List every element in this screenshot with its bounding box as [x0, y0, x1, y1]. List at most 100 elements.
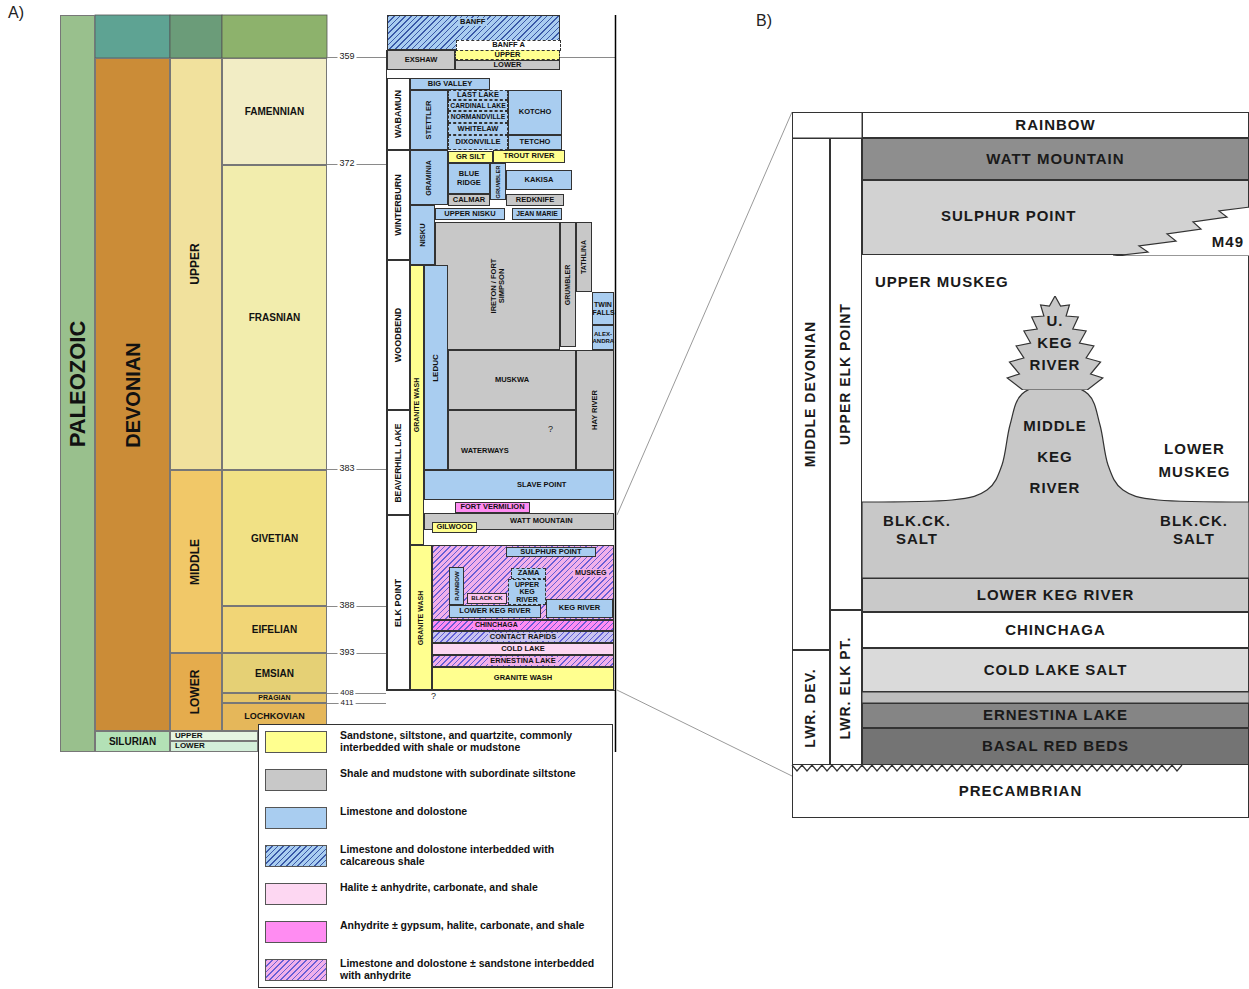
age-label: 408	[338, 689, 355, 698]
unit-label: GRUMBLER	[495, 165, 501, 198]
unit-label: CHINCHAGA	[473, 621, 520, 629]
group-column: ELK POINT	[387, 515, 410, 690]
unit-label: SLAVE POINT	[517, 481, 566, 489]
period-column: MIDDLE DEVONIAN	[792, 138, 830, 650]
legend-swatch	[265, 731, 327, 753]
unit-label: REDKNIFE	[516, 196, 554, 204]
age-tick	[327, 693, 386, 694]
unit-label: LWR. DEV.	[803, 668, 818, 747]
unit-label: ALEX- ANDRA	[593, 331, 614, 344]
unit-label: FORT VERMILION	[460, 503, 524, 511]
unit-label: GR SILT	[456, 153, 485, 161]
group-column: BEAVERHILL LAKE	[387, 410, 410, 515]
formation-box: IRETON / FORT SIMPSON	[435, 222, 560, 350]
formation-box: SULPHUR POINT	[506, 547, 596, 557]
unit-label: MUSKWA	[495, 376, 529, 384]
legend-swatch	[265, 921, 327, 943]
unit-label: SULPHUR POINT	[941, 208, 1077, 225]
unit-label: UPPER	[189, 243, 202, 284]
unit-label: SILURIAN	[109, 736, 156, 747]
stage-band: FRASNIAN	[222, 165, 327, 470]
formation-box: GRANITE WASH	[410, 265, 424, 545]
formation-box: KAKISA	[506, 170, 572, 190]
age-label: 383	[337, 464, 356, 474]
formation-box: GR SILT	[448, 151, 493, 163]
thin-band	[862, 692, 1249, 703]
legend-swatch	[265, 959, 327, 981]
unit-label: BLACK CK	[471, 595, 502, 602]
unit-region: LOWER MUSKEG	[1140, 432, 1249, 488]
stage-band: FAMENNIAN	[222, 58, 327, 165]
unit-label: EIFELIAN	[252, 624, 298, 635]
unit-label: PRECAMBRIAN	[959, 783, 1083, 800]
formation-box: TETCHO	[508, 135, 562, 150]
formation-box: LOWER KEG RIVER	[449, 605, 541, 618]
unit-label: LOCHKOVIAN	[244, 712, 305, 722]
epoch-band: LOWER	[170, 741, 258, 752]
header-cell	[793, 113, 863, 139]
unit-region: UPPER MUSKEG	[862, 255, 1032, 300]
group-column: WABAMUN	[387, 78, 410, 150]
unit-band: SULPHUR POINTM49	[862, 180, 1249, 255]
age-label: 388	[337, 601, 356, 611]
legend-text: Limestone and dolostone interbedded with…	[340, 843, 606, 868]
unit-label: GRUMBLER	[564, 264, 572, 304]
epoch-band: UPPER	[170, 731, 258, 741]
column-border	[615, 15, 617, 752]
unit-label: WABAMUN	[394, 90, 404, 138]
era-band: PALEOZOIC	[60, 15, 95, 752]
unit-label: BANFF	[458, 18, 487, 26]
formation-box: GRUMBLER	[490, 163, 506, 200]
unit-label: DEVONIAN	[122, 342, 144, 448]
unit-label: TROUT RIVER	[504, 152, 555, 160]
unit-label: CALMAR	[453, 196, 486, 204]
legend-swatch	[265, 845, 327, 867]
formation-box: CARDINAL LAKE	[448, 100, 508, 111]
formation-box: ZAMA	[511, 568, 546, 579]
unit-label: BLK.CK. SALT	[1154, 512, 1234, 548]
unit-label: HAY RIVER	[591, 390, 599, 430]
unit-label: RAINBOW	[453, 571, 460, 600]
formation-box: MUSKWA	[448, 350, 576, 410]
legend-swatch	[265, 769, 327, 791]
unit-label: TETCHO	[520, 138, 551, 146]
formation-box: WATERWAYS	[448, 410, 576, 470]
formation-box: GRUMBLER	[560, 222, 576, 347]
legend-text: Limestone and dolostone	[340, 805, 606, 817]
unit-band: WATT MOUNTAIN	[862, 138, 1249, 180]
unit-label: ERNESTINA LAKE	[983, 707, 1128, 724]
unit-label: UPPER	[495, 51, 521, 59]
formation-box: FORT VERMILION	[455, 502, 530, 513]
age-ticks	[327, 58, 615, 704]
unit-label: U. KEG RIVER	[1028, 310, 1082, 376]
age-label: 411	[339, 699, 356, 708]
unit-label: TWIN FALLS	[593, 301, 614, 316]
epoch-band: MIDDLE	[170, 470, 222, 653]
unit-label: LOWER	[175, 742, 205, 751]
unit-label: COLD LAKE	[501, 645, 545, 653]
unit-label: GRAMINIA	[425, 160, 433, 195]
formation-box: MUSKEGSULPHUR POINTRAINBOWZAMAUPPER KEG …	[432, 545, 614, 620]
unit-label: BIG VALLEY	[428, 80, 472, 88]
tongue-outline	[1113, 207, 1249, 256]
legend-swatch	[265, 807, 327, 829]
unit-label: CARDINAL LAKE	[450, 102, 505, 109]
unit-region: BLK.CK. SALT	[1139, 505, 1249, 555]
carboniferous-band	[222, 15, 327, 58]
formation-box: BLUE RIDGE	[448, 163, 490, 194]
group-column: WOODBEND	[387, 260, 410, 410]
epoch-band: UPPER	[170, 58, 222, 470]
formation-box: REDKNIFE	[506, 194, 564, 206]
unit-label: PRAGIAN	[258, 694, 290, 702]
stage-band: PRAGIAN	[222, 693, 327, 703]
unit-label: FRASNIAN	[249, 312, 301, 323]
unit-label: CHINCHAGA	[1005, 622, 1106, 639]
unit-label: BLK.CK. SALT	[877, 512, 957, 548]
reef-cap-shape: U. KEG RIVER	[1005, 296, 1105, 390]
unit-region: BLK.CK. SALT	[862, 505, 972, 555]
unit-label: KAKISA	[525, 176, 554, 184]
panel-label: B)	[756, 12, 772, 30]
unit-band: COLD LAKE SALT	[862, 648, 1249, 692]
formation-box: BLACK CK	[467, 593, 507, 604]
reef-outline	[862, 384, 1249, 578]
